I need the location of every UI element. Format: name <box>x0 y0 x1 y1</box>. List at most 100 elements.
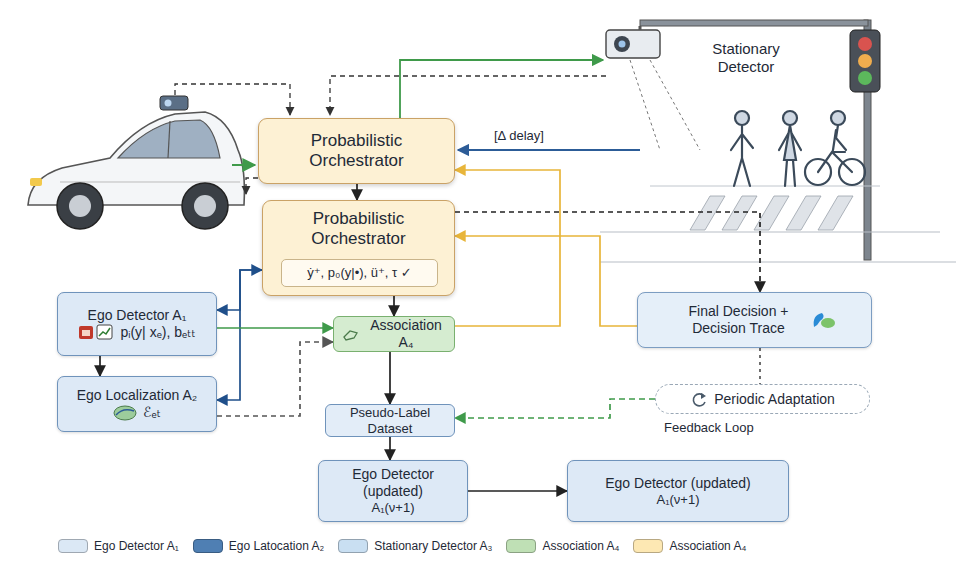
node-title: Periodic Adaptation <box>714 391 835 408</box>
process-box: Final Decision + Decision Trace <box>637 292 872 348</box>
car-illustration <box>28 96 244 229</box>
hand-icon <box>342 325 360 343</box>
node-title: Final Decision + Decision Trace <box>674 303 804 337</box>
icon-part <box>344 331 357 340</box>
node-detail: pᵢ(y| xₑ), bₑₜₜ <box>120 324 195 341</box>
legend-text: Association A₄ <box>669 539 746 553</box>
icon-part <box>114 406 136 420</box>
legend-item: Ego Detector A₁ <box>58 539 179 553</box>
pedestrian-figures <box>731 111 865 186</box>
text-row: Ego Detector (updated) <box>327 466 459 500</box>
legend: Ego Detector A₁ Ego Latocation A₂ Stationa… <box>58 539 746 553</box>
text-row: Ego Detector A₁ <box>88 307 187 324</box>
text-row: ℰₑₜ <box>113 403 161 421</box>
process-box: Pseudo-Label Dataset <box>325 404 455 437</box>
node-detail: ℰₑₜ <box>143 404 161 421</box>
text-row: Periodic Adaptation <box>690 390 835 408</box>
icon-part <box>821 318 835 328</box>
connector <box>217 270 262 400</box>
legend-swatch <box>58 539 88 553</box>
device-label: Stationary Detector <box>688 40 804 76</box>
chart-icon <box>78 323 114 341</box>
process-box: Association A₄ <box>333 316 455 352</box>
sensor-arrow <box>246 178 258 194</box>
logo-icon <box>810 311 836 329</box>
connector <box>99 356 101 376</box>
legend-text: Association A₄ <box>542 539 619 553</box>
node-detail: A₁(ν+1) <box>371 500 414 516</box>
node-title: Probabilistic Orchestrator <box>271 209 446 250</box>
process-box: Ego Detector (updated)A₁(ν+1) <box>567 460 789 522</box>
node-title: Ego Detector (updated) <box>605 475 751 492</box>
legend-swatch <box>633 539 663 553</box>
sensor-arrow <box>330 76 606 115</box>
text-row: Pseudo-Label Dataset <box>334 405 446 436</box>
text-row: A₁(ν+1) <box>371 500 414 516</box>
connector <box>393 296 395 316</box>
connector <box>389 437 391 460</box>
node-title: ẏ⁺, p₀(y|•), ü⁺, τ ✓ <box>307 265 411 281</box>
legend-item: Association A₄ <box>506 539 619 553</box>
connector <box>356 184 358 200</box>
loop-label: Feedback Loop <box>662 420 756 436</box>
legend-swatch <box>193 539 223 553</box>
text-row: A₁(ν+1) <box>656 492 699 508</box>
icon-part <box>97 325 112 339</box>
legend-item: Stationary Detector A₃ <box>338 539 492 553</box>
legend-text: Stationary Detector A₃ <box>374 539 492 553</box>
text-row: Ego Detector (updated) <box>605 475 751 492</box>
orchestrator-box: Probabilistic Orchestrator <box>258 118 455 184</box>
connector <box>389 352 391 404</box>
text-row: Probabilistic Orchestrator <box>271 209 446 250</box>
text-row: pᵢ(y| xₑ), bₑₜₜ <box>78 323 195 341</box>
connector <box>468 490 567 492</box>
node-title: Ego Detector (updated) <box>327 466 459 500</box>
icon-part <box>701 393 706 399</box>
node-detail: A₁(ν+1) <box>656 492 699 508</box>
node-title: Ego Localization A₂ <box>77 387 198 404</box>
orchestrator-box: Probabilistic Orchestrator ẏ⁺, p₀(y|•), ü… <box>262 200 455 296</box>
icon-part <box>116 410 134 415</box>
sensor-flow-lines <box>175 60 640 194</box>
connector <box>455 170 560 326</box>
node-title: Probabilistic Orchestrator <box>267 131 446 172</box>
legend-text: Ego Latocation A₂ <box>229 539 324 553</box>
node-title: Association A₄ <box>366 317 446 351</box>
legend-item: Association A₄ <box>633 539 746 553</box>
process-box: Ego Detector (updated)A₁(ν+1) <box>318 460 468 522</box>
legend-text: Ego Detector A₁ <box>94 539 179 553</box>
process-box: Ego Detector A₁pᵢ(y| xₑ), bₑₜₜ <box>57 292 217 356</box>
sensor-arrow <box>175 84 290 115</box>
connector <box>759 348 761 384</box>
text-row: ẏ⁺, p₀(y|•), ü⁺, τ ✓ <box>307 265 411 281</box>
connector <box>217 342 333 416</box>
delay-arrow <box>458 149 640 151</box>
text-row: Final Decision + Decision Trace <box>674 303 836 337</box>
connector <box>455 236 637 326</box>
sensor-arrow <box>232 164 255 166</box>
connector <box>217 327 333 329</box>
icon-part <box>99 328 110 336</box>
legend-swatch <box>338 539 368 553</box>
text-row: Probabilistic Orchestrator <box>267 131 446 172</box>
traffic-light-illustration <box>606 20 880 260</box>
icon-part <box>694 394 706 406</box>
sensor-arrow <box>400 60 603 118</box>
cycle-icon <box>690 390 708 408</box>
street-illustration <box>600 186 956 262</box>
legend-item: Ego Latocation A₂ <box>193 539 324 553</box>
icon-part <box>79 326 93 339</box>
text-row: Association A₄ <box>342 317 446 351</box>
node-title: Ego Detector A₁ <box>88 307 187 324</box>
formula-box: ẏ⁺, p₀(y|•), ü⁺, τ ✓ <box>281 259 438 287</box>
connector <box>455 212 760 292</box>
delay-label: [Δ delay] <box>492 128 546 144</box>
connector <box>455 399 655 418</box>
legend-swatch <box>506 539 536 553</box>
process-box: Ego Localization A₂ℰₑₜ <box>57 376 217 432</box>
map-icon <box>113 403 137 421</box>
process-box: Periodic Adaptation <box>655 384 870 414</box>
